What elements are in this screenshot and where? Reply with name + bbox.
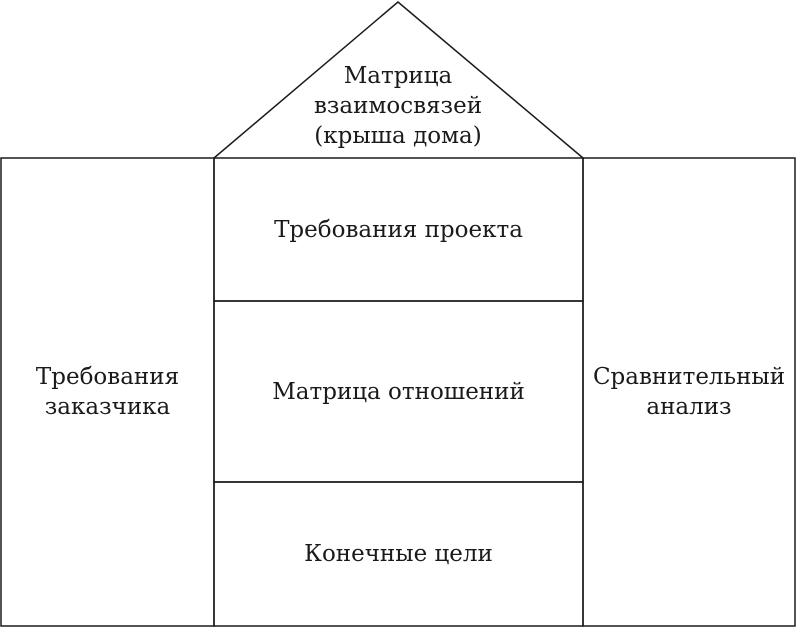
roof-label: Матрица взаимосвязей (крыша дома) (313, 62, 483, 149)
center-top-label: Требования проекта (274, 216, 523, 243)
roof-outline (213, 1, 584, 159)
center-bottom-box (213, 481, 584, 627)
left-column-label: Требования заказчика (35, 364, 180, 420)
center-bottom-label: Конечные цели (304, 541, 493, 567)
right-column-label: Сравнительный анализ (592, 364, 786, 420)
center-middle-label: Матрица отношений (272, 378, 525, 405)
